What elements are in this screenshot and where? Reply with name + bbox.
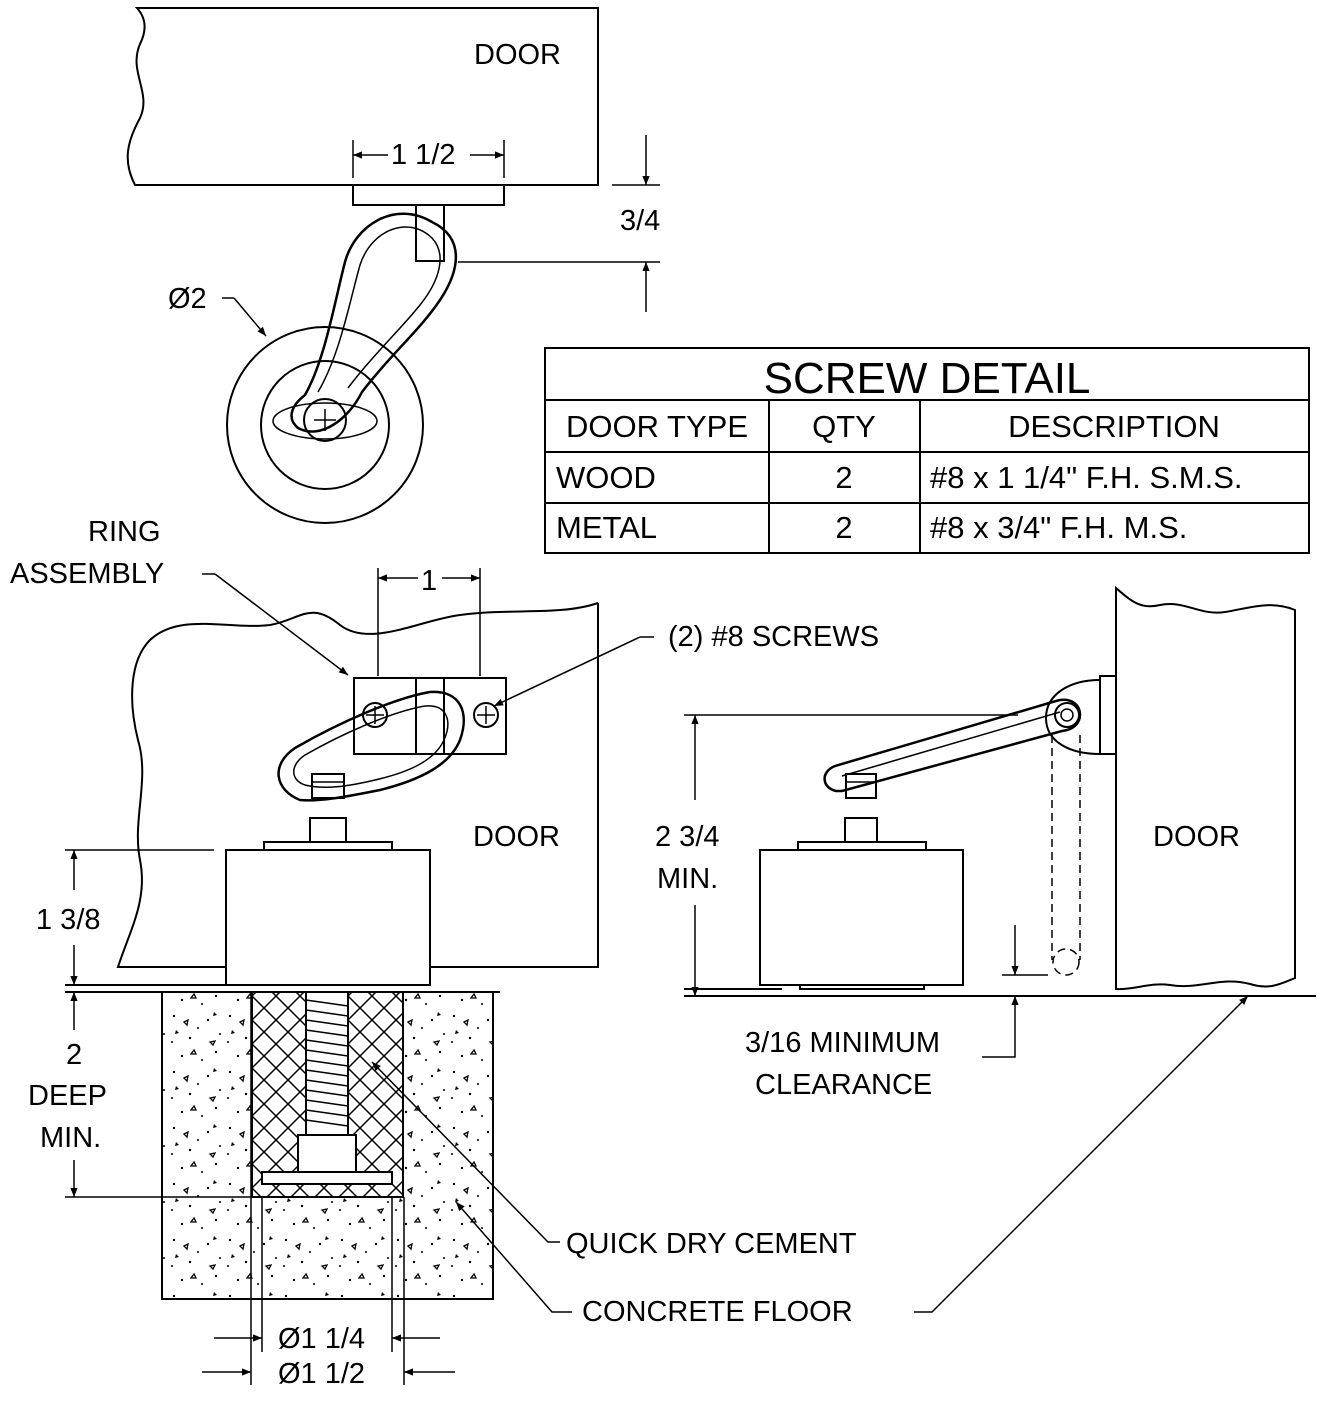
- front-view: DOOR: [10, 516, 1249, 1390]
- wheel-screw-head: [303, 398, 347, 442]
- arm-extended: [823, 698, 1082, 793]
- dim-2-label: 2: [66, 1039, 82, 1071]
- door-side-label: DOOR: [1153, 821, 1240, 853]
- table-cell-wood-qty: 2: [835, 460, 852, 495]
- table-cell-wood-desc: #8 x 1 1/4" F.H. S.M.S.: [930, 460, 1243, 495]
- door-front-outline: [116, 602, 599, 968]
- door-side-outline: [1115, 585, 1296, 991]
- dim-2-3-4-label: 2 3/4: [655, 821, 720, 853]
- wheel-hub-ring: [260, 360, 390, 490]
- table-header-description: DESCRIPTION: [1008, 409, 1220, 444]
- ring-loop-front: [277, 690, 465, 802]
- table-cell-metal-qty: 2: [835, 510, 852, 545]
- dim-1-1-2-label: 1 1/2: [391, 139, 456, 171]
- door-front-label: DOOR: [473, 821, 560, 853]
- min-label: MIN.: [40, 1122, 101, 1154]
- quick-dry-cement-label: QUICK DRY CEMENT: [566, 1228, 857, 1260]
- stop-body-side: [759, 849, 964, 986]
- dim-1-3-8-label: 1 3/8: [36, 904, 101, 936]
- table-cell-wood: WOOD: [556, 460, 656, 495]
- clearance-label-2: CLEARANCE: [755, 1069, 932, 1101]
- table-cell-metal-desc: #8 x 3/4" F.H. M.S.: [930, 510, 1187, 545]
- dia-1-1-4-label: Ø1 1/4: [278, 1323, 365, 1355]
- arm-stored-dashed: [1051, 735, 1081, 960]
- ring-loop-top: [290, 212, 458, 433]
- top-view: DOOR 1 1/2 3/4 Ø2: [126, 7, 660, 524]
- clearance-label-1: 3/16 MINIMUM: [745, 1027, 940, 1059]
- screws-label: (2) #8 SCREWS: [668, 621, 879, 653]
- mount-tab-top: [415, 204, 445, 262]
- screw-right: [473, 702, 499, 728]
- door-top-outline: [126, 7, 599, 186]
- wheel-outer: [226, 326, 424, 524]
- table-header-qty: QTY: [812, 409, 876, 444]
- dim-3-4-label: 3/4: [620, 205, 660, 237]
- table-title: SCREW DETAIL: [764, 354, 1091, 403]
- table-cell-metal: METAL: [556, 510, 657, 545]
- dia-1-1-2-label: Ø1 1/2: [278, 1358, 365, 1390]
- side-view: DOOR 2 3/4 MIN. 3/16 MINIMUM CLEARANCE: [655, 585, 1316, 1101]
- min-side-label: MIN.: [657, 863, 718, 895]
- door-top-label: DOOR: [474, 39, 561, 71]
- mount-plate-top: [352, 184, 505, 206]
- screw-detail-table: SCREW DETAIL DOOR TYPE QTY DESCRIPTION W…: [544, 347, 1310, 554]
- ring-assembly-label-1: RING: [88, 516, 161, 548]
- dim-dia2-label: Ø2: [168, 283, 207, 315]
- dim-1-label: 1: [421, 565, 437, 597]
- threaded-stud: [305, 999, 349, 1127]
- table-header-door-type: DOOR TYPE: [566, 409, 748, 444]
- ring-assembly-label-2: ASSEMBLY: [10, 558, 164, 590]
- deep-label: DEEP: [28, 1080, 107, 1112]
- stop-body-front: [225, 849, 431, 986]
- concrete-floor-label: CONCRETE FLOOR: [582, 1296, 853, 1328]
